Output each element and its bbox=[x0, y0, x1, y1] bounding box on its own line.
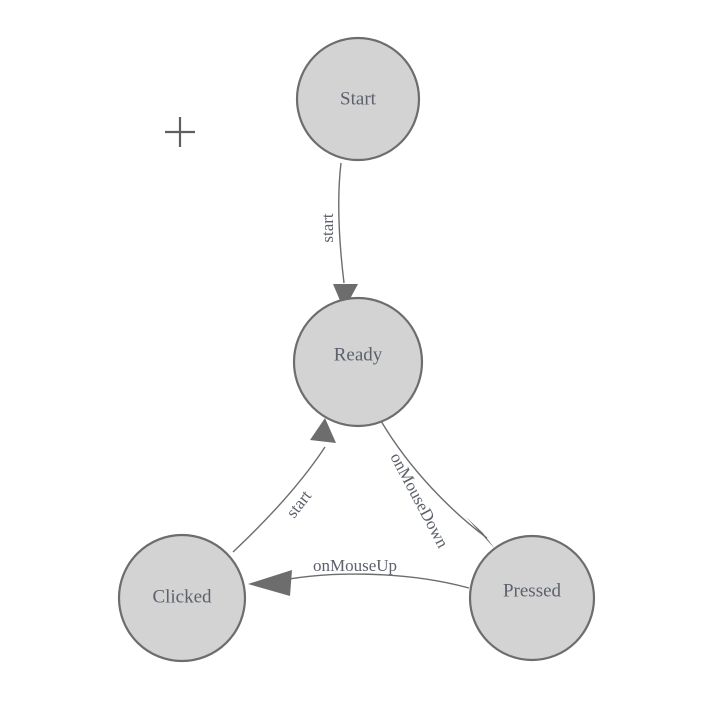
node-start-circle bbox=[295, 36, 421, 162]
edge-clicked-to-ready-arrowhead bbox=[310, 418, 336, 443]
edge-pressed-to-clicked[interactable]: onMouseUp bbox=[248, 556, 470, 596]
node-start-label: Start bbox=[340, 88, 377, 109]
node-clicked-circle bbox=[117, 533, 247, 663]
node-pressed-circle bbox=[468, 534, 596, 662]
edge-pressed-to-clicked-arrowhead bbox=[248, 570, 292, 596]
edge-start-to-ready[interactable]: start bbox=[318, 162, 358, 310]
node-ready-circle bbox=[292, 296, 424, 428]
node-pressed-label: Pressed bbox=[503, 580, 562, 601]
node-clicked-label: Clicked bbox=[152, 586, 212, 607]
edge-start-to-ready-path bbox=[337, 162, 345, 284]
crosshair-icon bbox=[165, 117, 195, 147]
edge-ready-to-pressed-path bbox=[380, 420, 488, 539]
edge-clicked-to-ready-label: start bbox=[282, 486, 315, 521]
edge-clicked-to-ready-path bbox=[232, 446, 326, 553]
edge-pressed-to-clicked-path bbox=[267, 573, 470, 589]
node-clicked[interactable]: Clicked bbox=[117, 533, 247, 663]
node-ready[interactable]: Ready bbox=[292, 296, 424, 428]
node-start[interactable]: Start bbox=[295, 36, 421, 162]
edge-ready-to-pressed-arrowhead bbox=[466, 517, 495, 549]
node-pressed[interactable]: Pressed bbox=[468, 534, 596, 662]
edge-ready-to-pressed[interactable]: onMouseDown bbox=[380, 420, 495, 551]
edge-start-to-ready-arrowhead bbox=[333, 284, 358, 310]
edge-clicked-to-ready[interactable]: start bbox=[232, 418, 336, 553]
node-ready-label: Ready bbox=[334, 344, 383, 365]
edge-start-to-ready-label: start bbox=[318, 213, 337, 243]
edge-pressed-to-clicked-label: onMouseUp bbox=[313, 556, 397, 575]
